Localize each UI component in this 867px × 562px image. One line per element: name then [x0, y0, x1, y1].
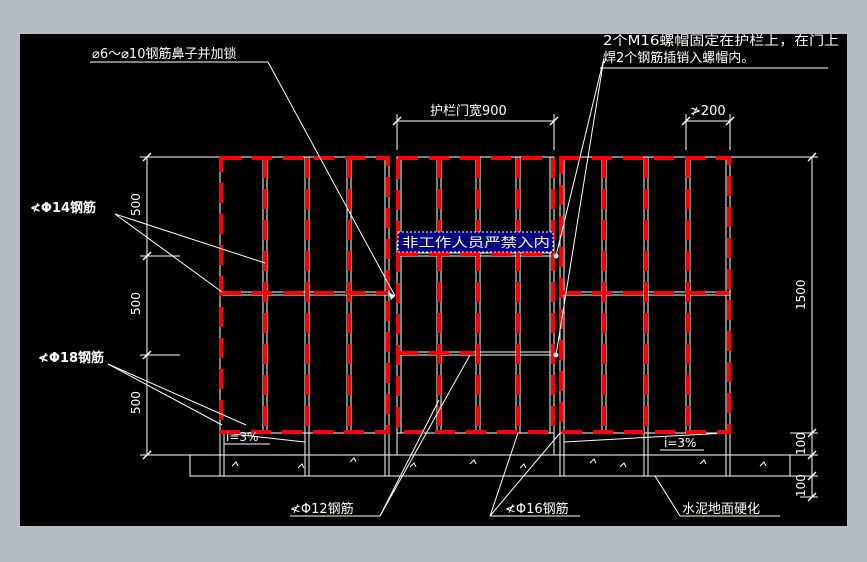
slope-right-label: i=3%: [664, 436, 696, 450]
concrete-slab: [189, 454, 791, 477]
rebar12-label: ≮Φ12钢筋: [290, 501, 354, 517]
gate-width-label: 护栏门宽900: [430, 103, 507, 119]
lock-arrow: [389, 292, 395, 300]
warning-sign-text: 非工作人员严禁入内: [402, 235, 550, 251]
slope-left-label: i=3%: [226, 430, 258, 444]
rebar16-label: ≮Φ16钢筋: [505, 501, 569, 517]
bolt-point-upper: [553, 253, 559, 259]
spacing-200-label: ≯200: [690, 104, 726, 119]
dim-500-top: 500: [129, 193, 143, 216]
bolt-point-lower: [553, 352, 559, 358]
dim-100-b: 100: [794, 474, 808, 497]
dim-100-a: 100: [794, 432, 808, 455]
warning-sign-box: [397, 231, 554, 253]
rebar18-label: ≮Φ18钢筋: [38, 350, 104, 366]
rebar14-label: ≮Φ14钢筋: [30, 200, 96, 216]
dim-500-mid: 500: [129, 292, 143, 315]
lock-note: ⌀6～⌀10钢筋鼻子并加锁: [92, 46, 236, 62]
dim-500-bot: 500: [129, 391, 143, 414]
leader-lines: [90, 57, 828, 517]
bolt-note-line2: 焊2个钢筋插销入螺帽内。: [603, 50, 754, 66]
red-dashed-rebar: [219, 156, 731, 434]
dim-1500: 1500: [794, 279, 808, 310]
concrete-texture: [231, 457, 767, 469]
bolt-note-line1: 2个M16螺帽固定在护栏上，在门上: [603, 33, 839, 49]
dimension-ticks: [142, 116, 817, 502]
drawing-area: [20, 34, 847, 526]
ground-label: 水泥地面硬化: [682, 502, 760, 517]
